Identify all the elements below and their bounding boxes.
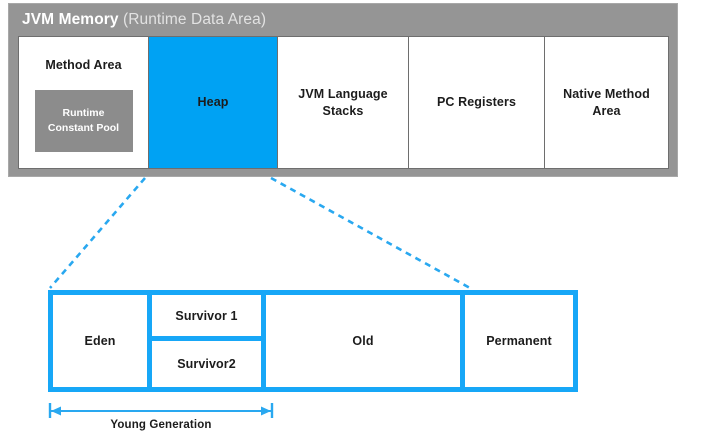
runtime-constant-pool-label: Runtime Constant Pool	[48, 106, 119, 134]
heap-cell-survivor2: Survivor2	[152, 341, 261, 387]
page-title: JVM Memory	[22, 11, 119, 28]
jvm-memory-header: JVM Memory (Runtime Data Area)	[9, 4, 677, 36]
heap-cell-survivor1: Survivor 1	[152, 295, 261, 341]
region-native-method-area: Native Method Area	[545, 37, 668, 168]
heap-cell-permanent: Permanent	[465, 295, 573, 387]
connector-line-right	[270, 176, 471, 290]
native-line1: Native Method	[563, 87, 650, 101]
runtime-data-area-row: Method Area Runtime Constant Pool Heap J…	[18, 36, 669, 169]
heap-cell-permanent-label: Permanent	[486, 334, 552, 348]
heap-cell-eden: Eden	[53, 295, 152, 387]
heap-cell-survivor2-label: Survivor2	[177, 357, 236, 371]
heap-cell-old: Old	[266, 295, 465, 387]
page-subtitle: (Runtime Data Area)	[122, 11, 267, 28]
region-method-area-label: Method Area	[45, 58, 122, 72]
young-generation-bracket: Young Generation	[48, 402, 274, 442]
runtime-constant-pool-box: Runtime Constant Pool	[34, 89, 133, 152]
heap-cell-eden-label: Eden	[84, 334, 116, 348]
young-generation-label: Young Generation	[110, 419, 212, 431]
stacks-line2: Stacks	[322, 103, 364, 118]
region-jvm-language-stacks: JVM Language Stacks	[278, 37, 409, 168]
region-native-method-area-label: Native Method Area	[563, 86, 650, 119]
young-generation-arrow	[48, 403, 274, 418]
region-jvm-language-stacks-label: JVM Language Stacks	[298, 86, 387, 119]
region-pc-registers-label: PC Registers	[436, 95, 516, 110]
heap-cell-old-label: Old	[352, 334, 374, 348]
heap-cell-survivors: Survivor 1 Survivor2	[152, 295, 266, 387]
runtime-constant-pool-line1: Runtime	[62, 107, 105, 120]
heap-detail-diagram: Eden Survivor 1 Survivor2 Old Permanent	[48, 290, 578, 392]
heap-cell-survivor1-label: Survivor 1	[175, 308, 238, 323]
runtime-constant-pool-line2: Constant Pool	[47, 121, 120, 134]
connector-line-left	[49, 177, 146, 289]
stacks-line1: JVM Language	[298, 87, 388, 101]
native-line2: Area	[592, 103, 621, 118]
region-heap-label: Heap	[197, 95, 229, 110]
region-pc-registers: PC Registers	[409, 37, 545, 168]
jvm-memory-container: JVM Memory (Runtime Data Area) Method Ar…	[8, 3, 678, 177]
region-method-area: Method Area Runtime Constant Pool	[19, 37, 149, 168]
region-heap: Heap	[149, 37, 278, 168]
